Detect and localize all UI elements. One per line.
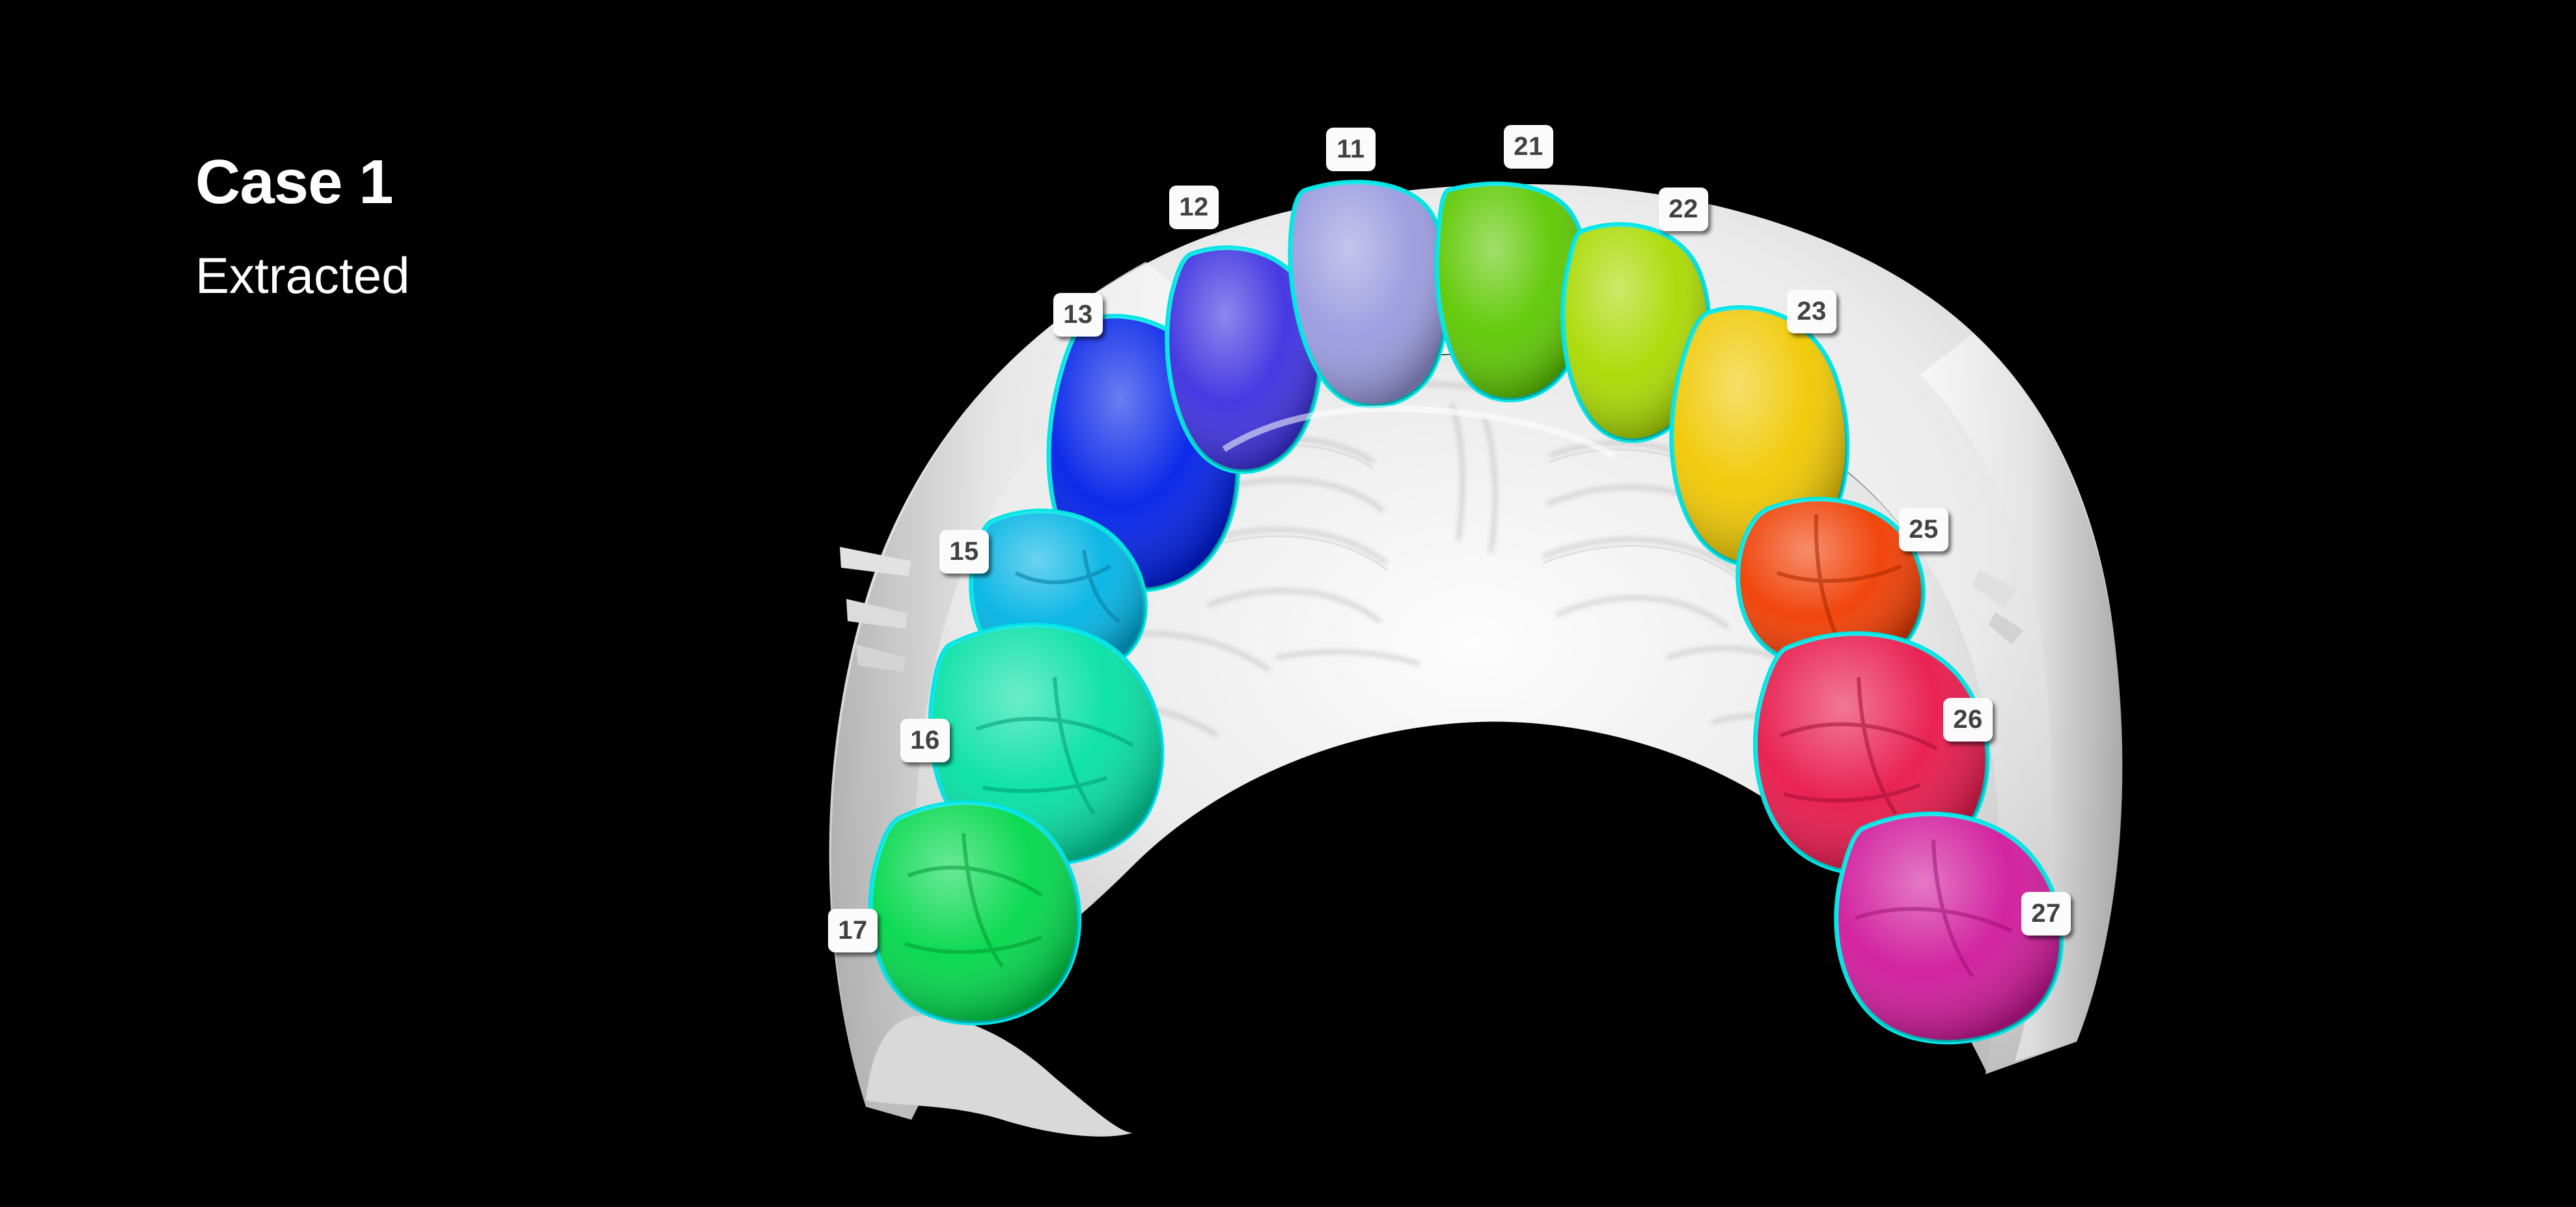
tooth-11-surface[interactable] <box>1288 180 1450 409</box>
gum-artifact-right-2 <box>1989 612 2023 645</box>
tooth-13-surface[interactable] <box>1046 314 1240 592</box>
tooth-label-23[interactable]: 23 <box>1787 290 1836 333</box>
tooth-label-16[interactable]: 16 <box>900 719 950 762</box>
palate-plate <box>949 354 2001 1073</box>
tooth-25[interactable] <box>1736 497 1926 672</box>
tooth-label-11[interactable]: 11 <box>1326 128 1376 171</box>
tooth-22-shading <box>1562 224 1710 441</box>
gum-artifact-right-1 <box>1973 570 2018 609</box>
tooth-label-17[interactable]: 17 <box>828 909 878 952</box>
tooth-16-shading <box>930 625 1162 864</box>
case-title-block: Case 1 Extracted <box>195 151 781 301</box>
palate-surface <box>829 184 2123 1137</box>
gum-right-bevel <box>1920 333 2123 1061</box>
tooth-12-shading <box>1167 247 1321 472</box>
gum-left-bevel <box>831 262 1198 1107</box>
tooth-15-surface[interactable] <box>969 508 1148 678</box>
tooth-21[interactable] <box>1434 181 1589 402</box>
tooth-27-fissures <box>1855 839 2013 978</box>
tooth-17-fissures <box>904 833 1043 968</box>
gum-anterior-rim <box>1222 405 1616 459</box>
tooth-22-surface[interactable] <box>1560 222 1711 443</box>
tooth-21-surface[interactable] <box>1434 181 1589 402</box>
tooth-26-surface[interactable] <box>1752 631 1990 876</box>
tooth-23[interactable] <box>1669 305 1850 568</box>
tooth-16-fissures <box>975 676 1134 815</box>
tooth-21-shading <box>1436 184 1587 400</box>
tooth-13-shading <box>1049 316 1238 590</box>
tooth-12-surface[interactable] <box>1165 245 1323 475</box>
tooth-label-12[interactable]: 12 <box>1169 186 1219 229</box>
page-subtitle: Extracted <box>195 247 410 304</box>
tooth-label-15[interactable]: 15 <box>939 530 989 574</box>
tooth-11[interactable] <box>1288 180 1450 409</box>
gum-posterior-left <box>866 1016 1133 1137</box>
tooth-label-22[interactable]: 22 <box>1659 187 1708 231</box>
tooth-22[interactable] <box>1560 222 1711 443</box>
tooth-17-shading <box>870 802 1079 1023</box>
tooth-15-shading <box>971 510 1146 676</box>
tooth-23-shading <box>1671 307 1848 566</box>
tooth-25-shading <box>1738 499 1924 669</box>
gum-artifact-left-1 <box>840 547 911 576</box>
tooth-label-13[interactable]: 13 <box>1053 293 1103 337</box>
tooth-17-surface[interactable] <box>868 800 1082 1025</box>
palatal-rugae <box>1067 382 1853 747</box>
tooth-12[interactable] <box>1165 245 1323 475</box>
tooth-label-27[interactable]: 27 <box>2021 892 2071 936</box>
gum-artifact-left-2 <box>846 599 908 629</box>
tooth-15[interactable] <box>969 508 1148 678</box>
palatal-rugae-highlight <box>1191 444 1739 581</box>
tooth-17[interactable] <box>868 800 1082 1025</box>
tooth-15-fissures <box>1014 549 1121 624</box>
tooth-13[interactable] <box>1046 314 1240 592</box>
tooth-label-21[interactable]: 21 <box>1504 125 1553 169</box>
tooth-11-shading <box>1290 182 1448 406</box>
tooth-16[interactable] <box>928 622 1165 866</box>
tooth-26-fissures <box>1779 676 1938 815</box>
page-title: Case 1 <box>195 147 394 217</box>
gum-arch <box>829 184 2122 1120</box>
tooth-26[interactable] <box>1752 631 1990 876</box>
tooth-label-26[interactable]: 26 <box>1943 698 1993 742</box>
tooth-26-shading <box>1755 633 1988 874</box>
tooth-25-fissures <box>1777 514 1902 643</box>
tooth-16-surface[interactable] <box>928 622 1165 866</box>
gum-artifact-left-3 <box>856 645 906 672</box>
tooth-label-25[interactable]: 25 <box>1899 508 1948 551</box>
tooth-25-surface[interactable] <box>1736 497 1926 672</box>
tooth-23-surface[interactable] <box>1669 305 1850 568</box>
